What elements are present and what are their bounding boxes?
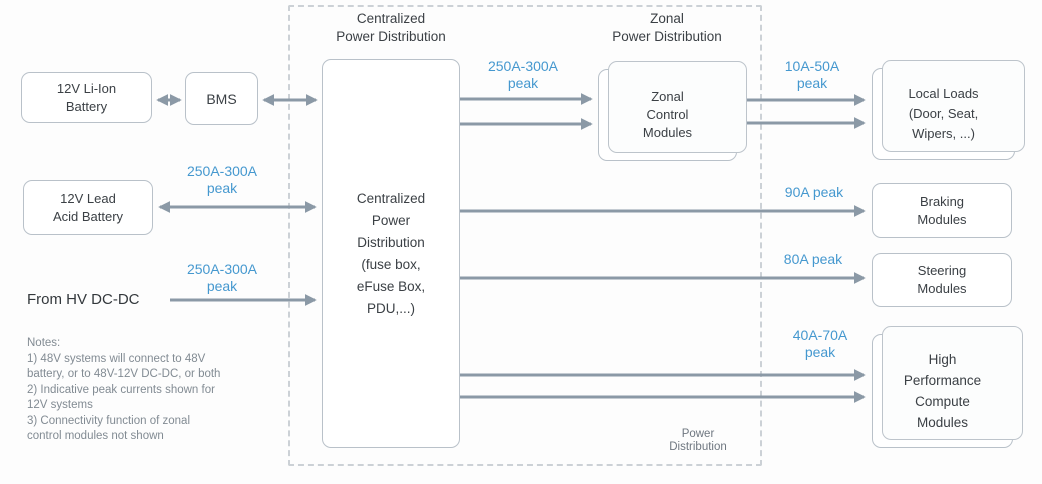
flow-label-lead-acid-peak: 250A-300A peak (186, 163, 258, 196)
flow-label-central-zonal-peak: 250A-300A peak (487, 58, 559, 91)
node-hv-dcdc-source: From HV DC-DC (27, 291, 140, 308)
node-bms: BMS (185, 72, 258, 125)
node-zonal-control-modules: Zonal Control Modules (598, 61, 747, 161)
node-lead-acid-battery: 12V Lead Acid Battery (23, 180, 153, 235)
flow-label-steering-peak: 80A peak (783, 251, 843, 267)
zonal-region-title: Zonal Power Distribution (612, 11, 722, 44)
flow-label-hpc-peak: 40A-70A peak (792, 327, 848, 360)
node-hpc-modules: High Performance Compute Modules (872, 326, 1023, 448)
flow-label-braking-peak: 90A peak (784, 184, 844, 200)
node-braking-modules: Braking Modules (872, 183, 1012, 238)
node-central-distribution: Centralized Power Distribution (fuse box… (322, 59, 460, 448)
node-li-ion-battery: 12V Li-Ion Battery (21, 72, 152, 123)
node-local-loads: Local Loads (Door, Seat, Wipers, ...) (872, 60, 1025, 160)
diagram-notes: Notes: 1) 48V systems will connect to 48… (27, 337, 221, 442)
power-distribution-region (288, 5, 762, 466)
centralized-region-title: Centralized Power Distribution (336, 11, 446, 44)
flow-label-hv-dcdc-peak: 250A-300A peak (186, 261, 258, 294)
flow-label-local-loads-peak: 10A-50A peak (784, 58, 840, 91)
node-steering-modules: Steering Modules (872, 253, 1012, 307)
power-distribution-caption: Power Distribution (669, 428, 727, 453)
